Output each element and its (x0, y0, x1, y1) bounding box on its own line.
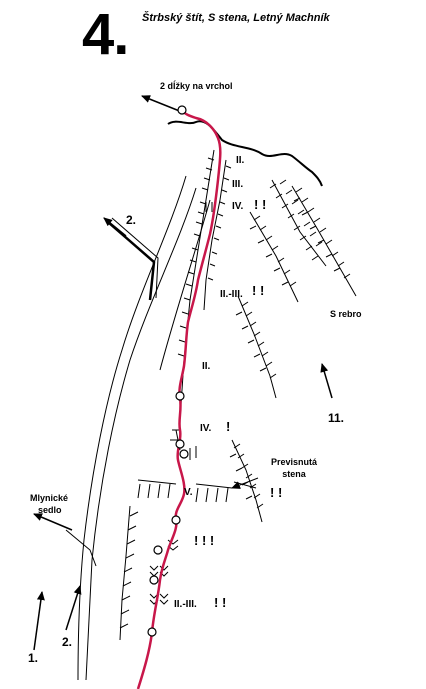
rib-hatching (235, 179, 357, 399)
grade-pitch-2: III. (232, 179, 244, 190)
gully-line-outer (85, 187, 197, 681)
grade-pitch-4: II.-III. (220, 289, 243, 300)
grade-pitch-3-warning: ! ! (254, 197, 267, 212)
topo-number: 4. (82, 2, 129, 67)
overhang-label-line1: Previsnutá (270, 457, 318, 467)
grade-pitch-1: II. (236, 155, 245, 166)
mlynicke-label-line1: Mlynické (30, 493, 69, 503)
approach-11-arrow (320, 363, 333, 399)
grade-pitch-8-warning: ! ! ! (194, 533, 215, 548)
lower-hatching (119, 429, 233, 641)
overhang-warning: ! ! (270, 485, 283, 500)
gully-line-right (159, 199, 211, 371)
summit-ridge (167, 120, 323, 187)
grade-pitch-6: IV. (200, 423, 212, 434)
approach-2-arrow (65, 585, 82, 631)
mlynicke-arrow (33, 513, 73, 531)
overhang-label-line2: stena (282, 469, 306, 479)
grade-pitch-6-warning: ! (226, 419, 231, 434)
overhang-hatching (229, 439, 264, 523)
grade-pitch-9-warning: ! ! (214, 595, 227, 610)
approach-1-arrow (33, 591, 45, 651)
s-rebro-label: S rebro (330, 309, 362, 319)
approach-11-label: 11. (328, 411, 345, 425)
grade-pitch-7: V. (184, 487, 193, 498)
descent-2-label: 2. (126, 213, 137, 227)
gully-line-inner (77, 175, 187, 681)
descent-2-line (107, 221, 156, 301)
summit-direction-label: 2 dĺžky na vrchol (160, 81, 233, 91)
summit-arrow (141, 95, 183, 113)
descent-2-arrow (103, 217, 127, 237)
grade-pitch-9: II.-III. (174, 599, 197, 610)
grade-pitch-4-warning: ! ! (252, 283, 265, 298)
grade-pitch-3: IV. (232, 201, 244, 212)
grade-pitch-5: II. (202, 361, 211, 372)
route-title: Štrbský štít, S stena, Letný Machník (142, 12, 330, 24)
approach-1-label: 1. (28, 651, 39, 665)
face-hatching (177, 149, 232, 421)
belay-points (147, 105, 189, 637)
approach-2-label: 2. (62, 635, 73, 649)
mlynicke-label-line2: sedlo (38, 505, 62, 515)
